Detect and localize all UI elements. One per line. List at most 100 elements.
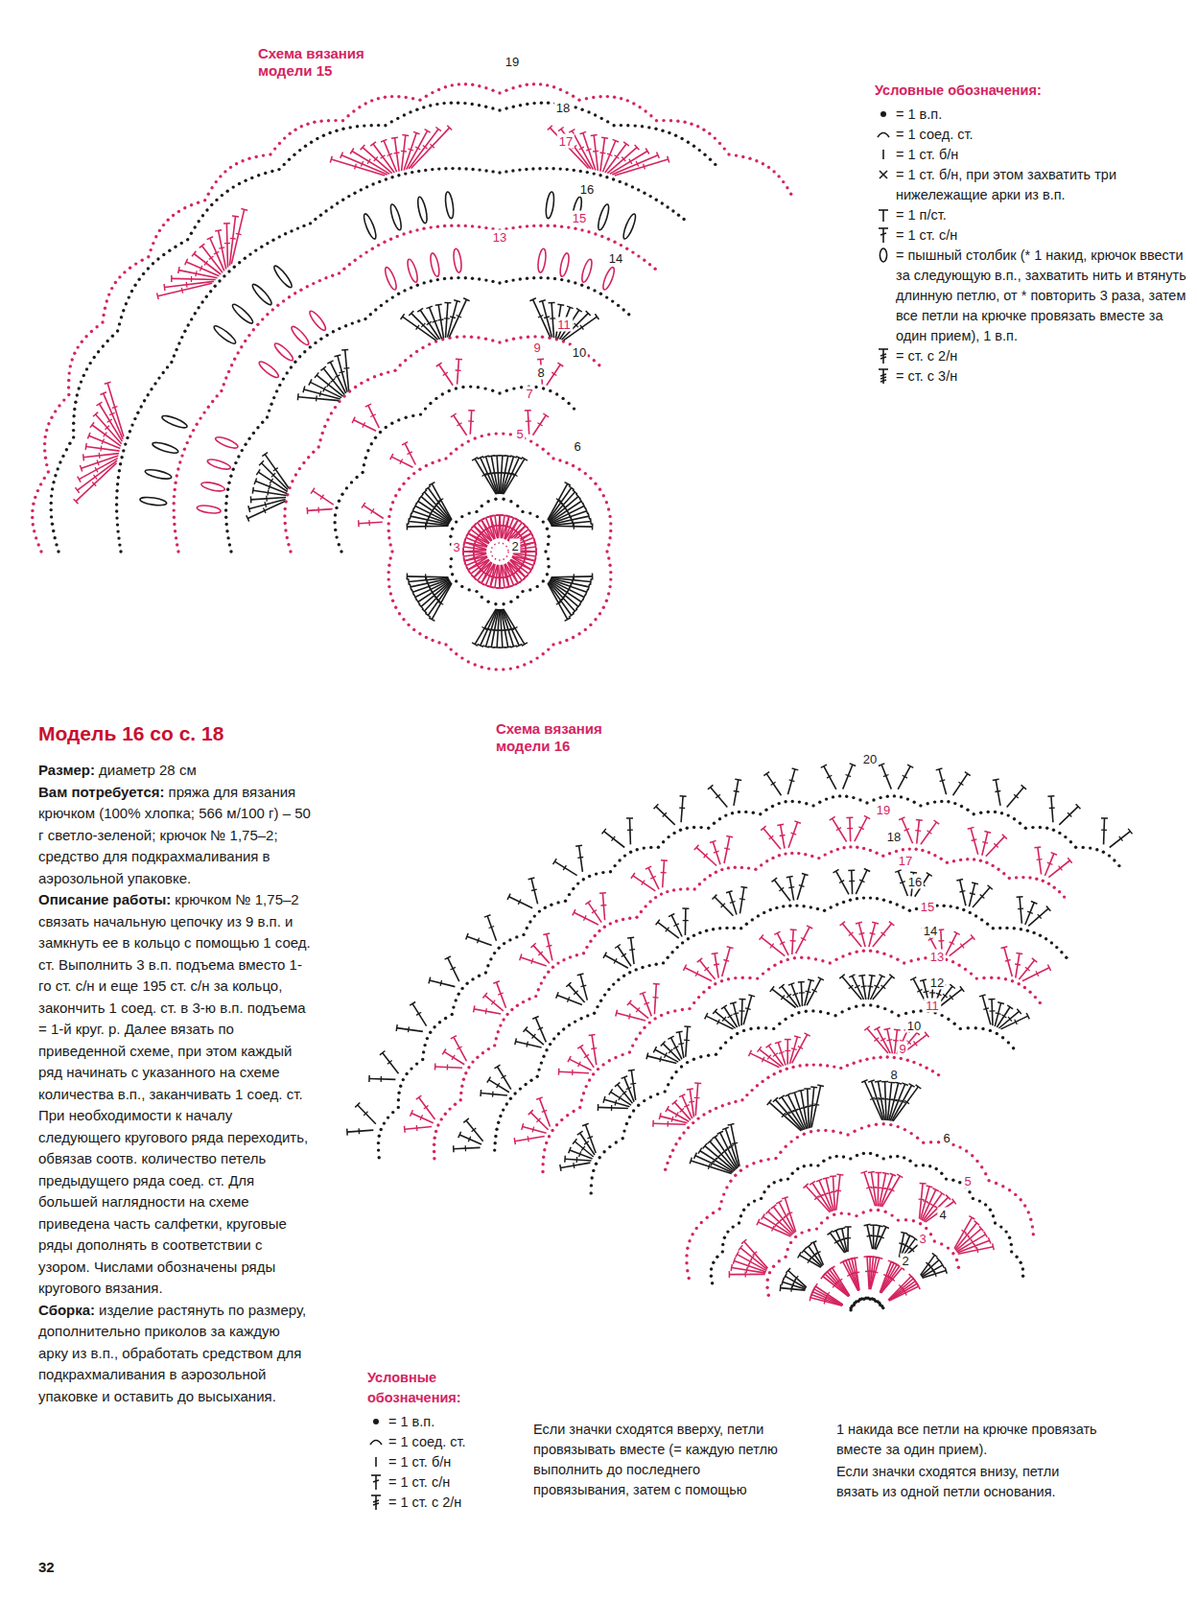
chain-dot [333, 528, 337, 532]
chain-dot [46, 469, 50, 473]
chain-dot [444, 85, 447, 89]
chain-dot [767, 165, 771, 169]
chain-dot [726, 1229, 729, 1233]
chain-dot [293, 291, 297, 295]
stitch-post [923, 1197, 948, 1221]
stitch-top [360, 144, 366, 150]
chain-dot [309, 140, 313, 144]
chain-dot [564, 91, 568, 94]
chain-dot [296, 226, 300, 230]
chain-dot [67, 378, 71, 382]
stitch-top [771, 1204, 777, 1209]
chain-dot [608, 536, 611, 540]
chain-dot [709, 1274, 713, 1278]
chain-dot [68, 442, 71, 446]
chain-dot [649, 114, 653, 118]
chain-dot [468, 511, 471, 515]
chain-dot [463, 101, 467, 105]
chain-dot [289, 365, 293, 369]
puff-stitch [151, 440, 180, 455]
stitch-bar [101, 439, 104, 446]
chain-dot [317, 445, 321, 448]
chain-dot [399, 363, 402, 367]
stitch-bar [580, 325, 584, 330]
chain-dot [288, 549, 292, 553]
chain-dot [210, 186, 213, 189]
chain-dot [690, 1232, 694, 1236]
stitch-top [329, 156, 332, 164]
stitch-bar [432, 320, 439, 323]
stitch-post [550, 521, 591, 526]
chain-dot [260, 421, 264, 424]
chain-dot [265, 415, 269, 419]
stitch-top [987, 1237, 991, 1244]
chain-dot [449, 224, 453, 228]
chain-dot [222, 274, 226, 278]
stitch-bar [266, 490, 269, 496]
chain-dot [684, 1253, 688, 1257]
chain-dot [486, 499, 490, 503]
chain-dot [491, 280, 494, 283]
chain-dot [352, 191, 356, 195]
stitch-post [842, 1228, 847, 1253]
stitch-top [252, 487, 254, 494]
chain-dot [592, 171, 596, 175]
stitch-bar [872, 1270, 879, 1273]
chain-dot [298, 148, 302, 152]
stitch-top [851, 1257, 859, 1259]
chain-dot [456, 101, 460, 105]
stitch-top [667, 156, 670, 164]
chain-dot [545, 83, 549, 87]
stitch-bar [932, 1267, 936, 1273]
chain-dot [397, 292, 400, 296]
chain-dot [474, 589, 478, 593]
stitch-bar [538, 315, 544, 319]
chain-dot [573, 281, 577, 284]
chain-dot [448, 564, 452, 568]
stitch-top [766, 1209, 772, 1215]
chain-dot [173, 245, 177, 249]
chain-dot [721, 1243, 725, 1246]
chain-dot [313, 217, 317, 221]
stitch-bar [456, 315, 463, 319]
stitch-bar [394, 151, 400, 154]
chain-dot [558, 640, 562, 644]
chain-dot [233, 357, 236, 361]
stitch-bar [635, 161, 638, 167]
chain-dot [373, 375, 376, 378]
chain-dot [119, 315, 123, 319]
chain-dot [571, 94, 575, 98]
chain-dot [162, 253, 165, 257]
chain-dot [593, 232, 597, 235]
chain-dot [226, 189, 230, 193]
stitch-bar [925, 1262, 931, 1267]
stitch-post [836, 1174, 841, 1211]
chain-dot [415, 228, 419, 232]
chain-dot [501, 667, 505, 671]
chain-dot [539, 224, 542, 228]
stitch-top [401, 134, 409, 137]
chain-dot [334, 129, 338, 133]
chain-dot [511, 168, 515, 172]
chain-dot [430, 91, 434, 94]
chain-dot [383, 123, 387, 127]
chain-dot [391, 500, 395, 504]
chain-dot [384, 177, 388, 181]
chain-dot [429, 225, 433, 229]
stitch-top [341, 349, 349, 352]
chain-dot [464, 224, 468, 228]
chain-dot [390, 175, 394, 179]
puff-stitch [428, 252, 442, 278]
chain-dot [627, 312, 631, 316]
stitch-top [576, 307, 583, 312]
chain-dot [520, 589, 524, 593]
chain-dot [759, 1159, 763, 1163]
chain-dot [449, 451, 453, 455]
puff-stitch [596, 203, 611, 232]
stitch-top [547, 125, 553, 131]
stitch-top [419, 493, 424, 499]
chain-dot [406, 476, 410, 480]
chain-dot [334, 535, 338, 539]
chain-dot [387, 521, 391, 525]
chain-dot [306, 455, 310, 459]
